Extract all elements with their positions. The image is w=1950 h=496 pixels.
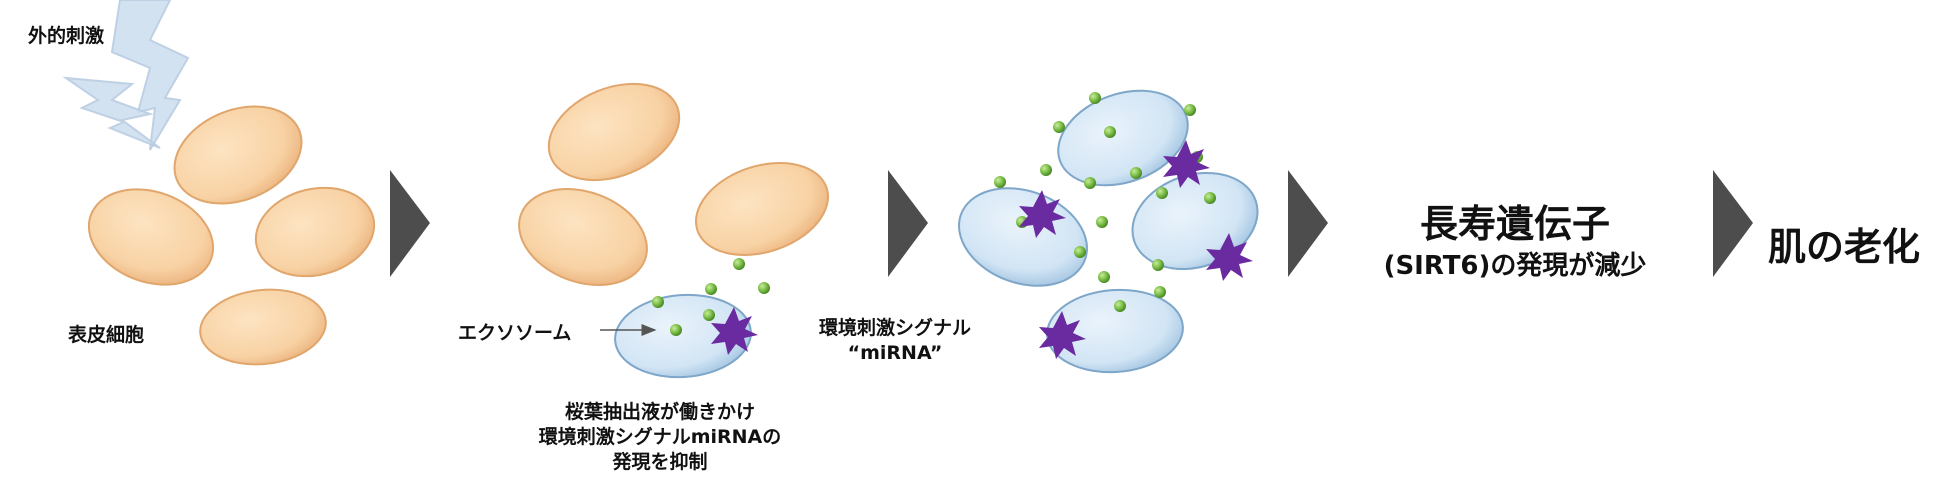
healthy-cell [199, 288, 327, 366]
healthy-cell [87, 188, 215, 286]
mirna-star-icon [1163, 140, 1210, 188]
healthy-cell [173, 105, 303, 205]
process-arrow [1288, 170, 1328, 277]
signal-line-2: “miRNA” [847, 342, 943, 364]
stressed-cell [958, 187, 1088, 287]
lightning-icon [62, 0, 190, 151]
healthy-cell [547, 82, 681, 182]
mirna-star-icon [711, 307, 758, 355]
process-arrow [390, 170, 430, 277]
signal-description: 環境刺激シグナル “miRNA” [800, 316, 990, 366]
epidermal-cells-label: 表皮細胞 [68, 324, 145, 346]
stressed-cell [614, 293, 752, 379]
sirt-line-1: 長寿遺伝子 [1419, 202, 1610, 246]
mirna-dots [652, 258, 770, 336]
signal-line-1: 環境刺激シグナル [818, 317, 971, 339]
extract-line-3: 発現を抑制 [612, 451, 708, 473]
treated-cell-group [518, 82, 830, 379]
skin-aging-label: 肌の老化 [1768, 225, 1921, 269]
process-arrow [888, 170, 928, 277]
sirt-description: 長寿遺伝子 (SIRT6)の発現が減少 [1340, 200, 1690, 284]
mirna-star-icon [1039, 311, 1086, 359]
sirt-line-2: (SIRT6)の発現が減少 [1383, 251, 1647, 281]
mirna-star-icon [1019, 190, 1066, 238]
healthy-cell [694, 162, 830, 256]
extract-description: 桜葉抽出液が働きかけ 環境刺激シグナルmiRNAの 発現を抑制 [530, 400, 790, 475]
process-arrow [1713, 170, 1753, 277]
stressed-cell-group [958, 89, 1259, 374]
extract-line-2: 環境刺激シグナルmiRNAの [538, 426, 782, 448]
stressed-cell [1057, 89, 1189, 187]
stimulus-label: 外的刺激 [28, 25, 105, 47]
exosome-label: エクソソーム [458, 322, 572, 344]
extract-line-1: 桜葉抽出液が働きかけ [564, 401, 755, 423]
healthy-cell [254, 186, 376, 278]
healthy-cell [518, 188, 648, 286]
mirna-star-icon [1206, 233, 1253, 281]
healthy-cell-group [87, 105, 376, 366]
